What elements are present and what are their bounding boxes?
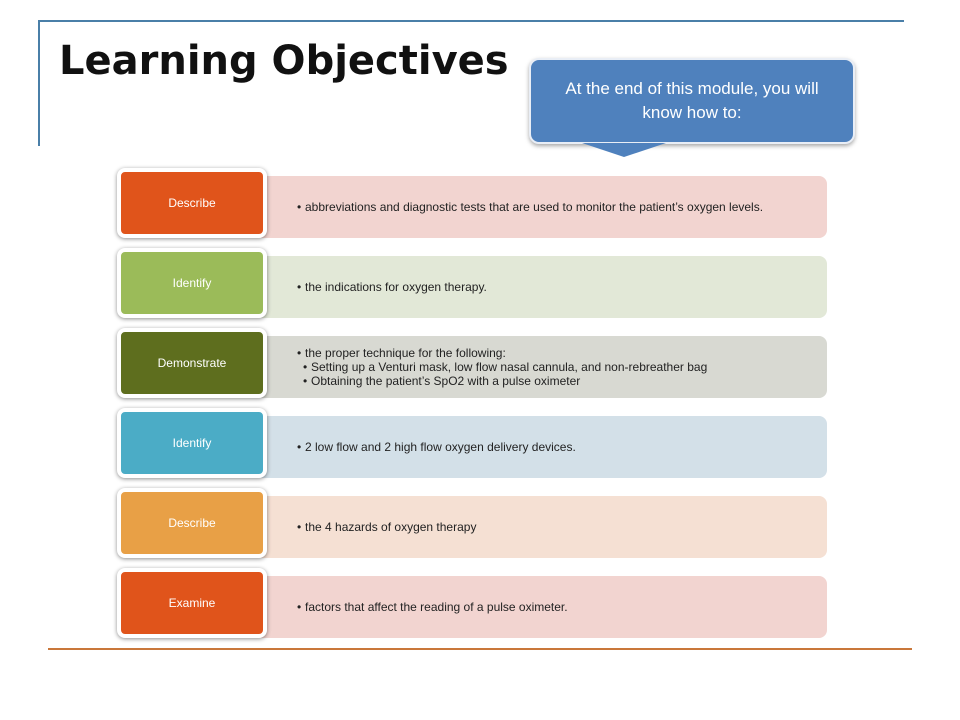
frame-top-line	[38, 20, 904, 22]
objective-verb-badge: Identify	[117, 248, 267, 318]
callout-tail	[582, 143, 666, 157]
objective-bullets: 2 low flow and 2 high flow oxygen delive…	[297, 440, 811, 454]
objective-verb-badge: Describe	[117, 488, 267, 558]
objective-bullet: the proper technique for the following:	[297, 346, 811, 360]
objective-bullets: factors that affect the reading of a pul…	[297, 600, 811, 614]
frame-bottom-line	[48, 648, 912, 650]
objective-bullets: the 4 hazards of oxygen therapy	[297, 520, 811, 534]
page-title: Learning Objectives	[59, 38, 509, 84]
objective-bar: the indications for oxygen therapy.	[232, 256, 827, 318]
objective-bullets: the proper technique for the following:S…	[297, 346, 811, 388]
callout-text: At the end of this module, you will know…	[565, 79, 819, 122]
objective-row: 2 low flow and 2 high flow oxygen delive…	[117, 408, 832, 488]
objective-sub-bullet: Setting up a Venturi mask, low flow nasa…	[297, 360, 811, 374]
objective-row: the 4 hazards of oxygen therapy Describe	[117, 488, 832, 568]
objective-row: the proper technique for the following:S…	[117, 328, 832, 408]
objective-bar: the 4 hazards of oxygen therapy	[232, 496, 827, 558]
objective-bar: abbreviations and diagnostic tests that …	[232, 176, 827, 238]
objective-row: factors that affect the reading of a pul…	[117, 568, 832, 648]
objective-bullets: the indications for oxygen therapy.	[297, 280, 811, 294]
objective-bar: the proper technique for the following:S…	[232, 336, 827, 398]
objective-bullets: abbreviations and diagnostic tests that …	[297, 200, 811, 214]
objective-verb-badge: Examine	[117, 568, 267, 638]
objective-bullet: the indications for oxygen therapy.	[297, 280, 811, 294]
objective-row: abbreviations and diagnostic tests that …	[117, 168, 832, 248]
objective-bar: 2 low flow and 2 high flow oxygen delive…	[232, 416, 827, 478]
objective-bullet: factors that affect the reading of a pul…	[297, 600, 811, 614]
objective-row: the indications for oxygen therapy. Ident…	[117, 248, 832, 328]
frame-left-line	[38, 20, 40, 146]
objective-verb-badge: Identify	[117, 408, 267, 478]
objective-bullet: abbreviations and diagnostic tests that …	[297, 200, 811, 214]
objective-bullet: 2 low flow and 2 high flow oxygen delive…	[297, 440, 811, 454]
callout-box: At the end of this module, you will know…	[529, 58, 855, 144]
objective-verb-badge: Demonstrate	[117, 328, 267, 398]
objective-verb-badge: Describe	[117, 168, 267, 238]
objective-bullet: the 4 hazards of oxygen therapy	[297, 520, 811, 534]
objective-sub-bullet: Obtaining the patient’s SpO2 with a puls…	[297, 374, 811, 388]
objective-bar: factors that affect the reading of a pul…	[232, 576, 827, 638]
